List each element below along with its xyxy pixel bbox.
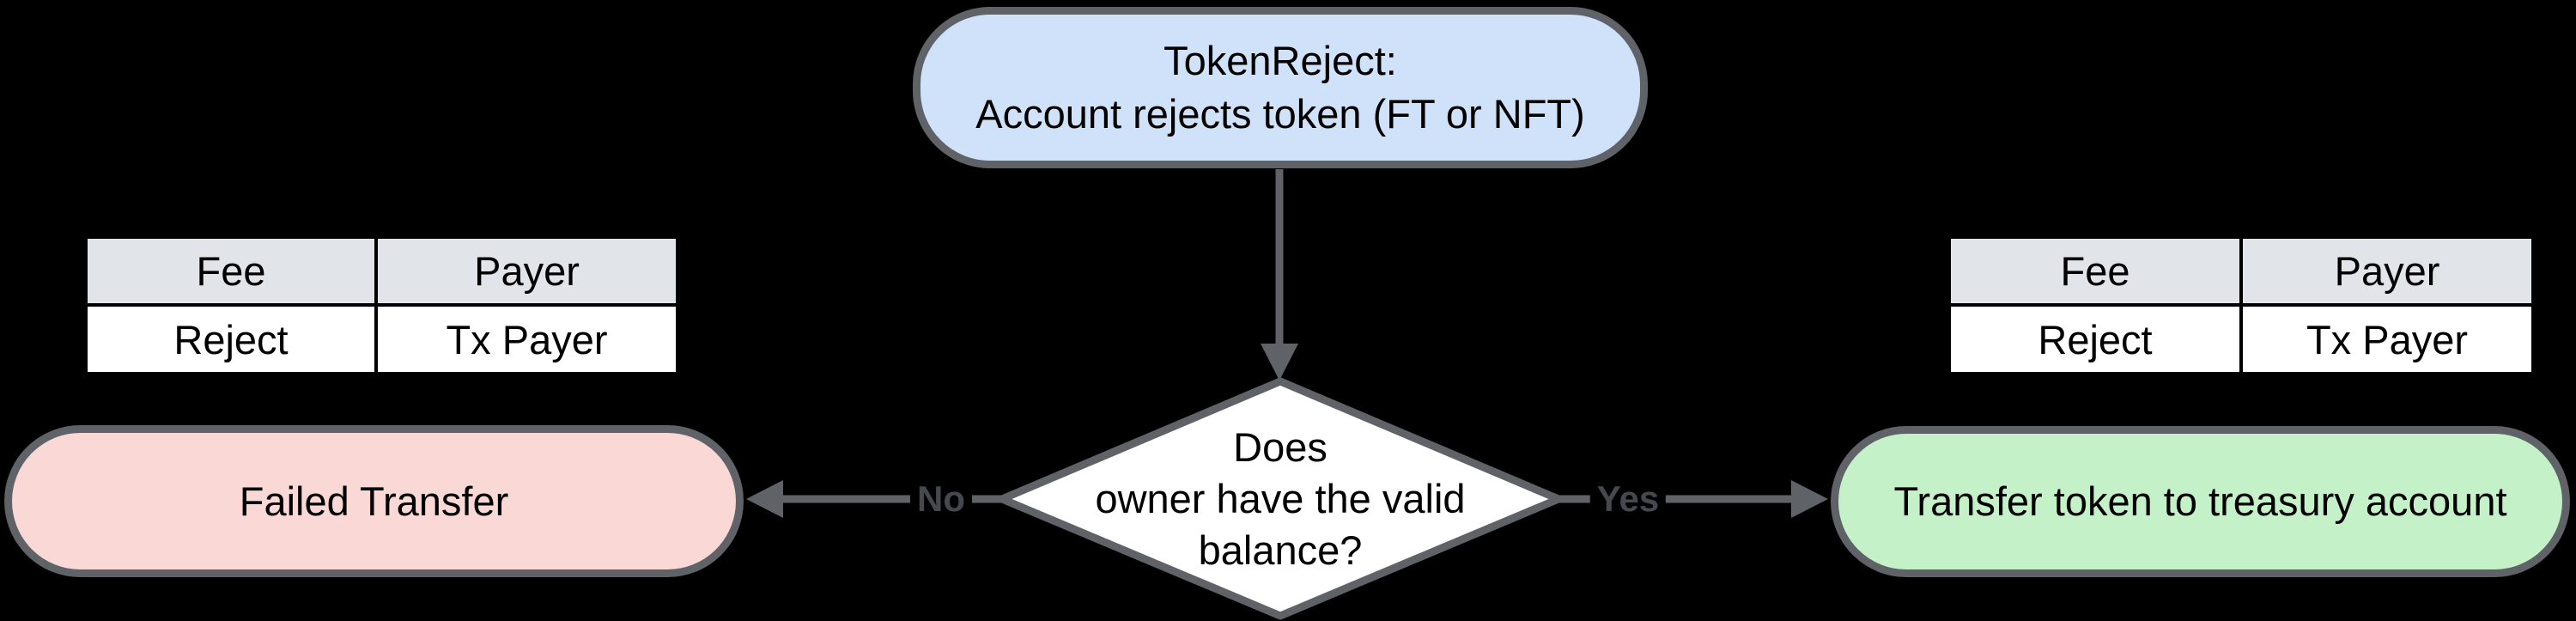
decision-line1: Does <box>1233 424 1327 470</box>
arrowhead-right-icon <box>1791 480 1828 518</box>
start-node: TokenReject: Account rejects token (FT o… <box>913 7 1648 168</box>
fee-header-cell: Fee <box>1947 235 2243 307</box>
fee-table-right: Fee Payer Reject Tx Payer <box>1947 235 2535 375</box>
success-node-label: Transfer token to treasury account <box>1893 478 2507 524</box>
decision-line3: balance? <box>1198 527 1363 573</box>
fee-header-cell: Fee <box>84 235 378 307</box>
payer-value-cell: Tx Payer <box>374 303 679 375</box>
edge-label-yes: Yes <box>1589 478 1667 520</box>
table-header-row: Fee Payer <box>1947 235 2535 307</box>
edge-label-no: No <box>910 478 972 520</box>
payer-header-cell: Payer <box>374 235 679 307</box>
failed-node-label: Failed Transfer <box>239 478 509 524</box>
payer-header-cell: Payer <box>2239 235 2535 307</box>
arrowhead-down-icon <box>1261 344 1298 381</box>
decision-node-label: Does owner have the valid balance? <box>1040 422 1521 576</box>
fee-value-cell: Reject <box>84 303 378 375</box>
start-node-line2: Account rejects token (FT or NFT) <box>975 91 1585 137</box>
success-transfer-node: Transfer token to treasury account <box>1831 426 2570 577</box>
payer-value-cell: Tx Payer <box>2239 303 2535 375</box>
failed-transfer-node: Failed Transfer <box>4 425 744 577</box>
table-row: Reject Tx Payer <box>1947 303 2535 375</box>
decision-line2: owner have the valid <box>1095 476 1466 521</box>
table-header-row: Fee Payer <box>84 235 679 307</box>
table-row: Reject Tx Payer <box>84 303 679 375</box>
fee-value-cell: Reject <box>1947 303 2243 375</box>
start-node-line1: TokenReject: <box>1163 38 1397 83</box>
arrow-start-to-decision <box>1261 169 1298 381</box>
fee-table-left: Fee Payer Reject Tx Payer <box>84 235 679 375</box>
arrowhead-left-icon <box>746 480 783 518</box>
